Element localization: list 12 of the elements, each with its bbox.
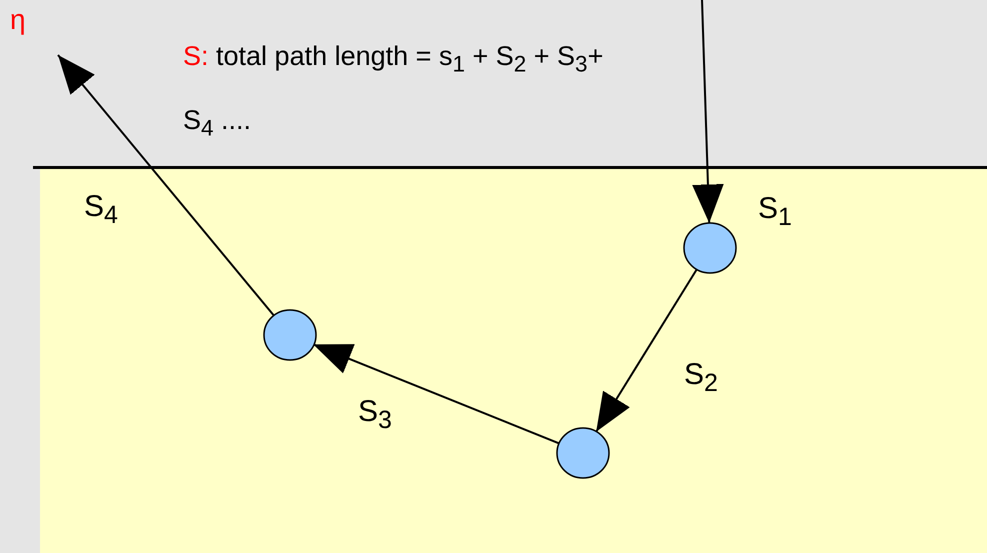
edge-label: S$_{3}$ — [358, 395, 392, 435]
path-arrow — [595, 268, 698, 432]
scattering-particle — [556, 427, 610, 479]
path-arrow — [312, 343, 560, 445]
scattering-particle — [263, 309, 317, 361]
edge-label: S$_{4}$ — [84, 190, 118, 230]
path-length-note: S: total path length = s$_{1}$ + S$_{2}$ + S$_{3}$+ S$_{4}$ .... — [183, 40, 604, 143]
edge-label: S$_{2}$ — [684, 358, 718, 398]
eta-symbol: η — [10, 4, 27, 36]
scattering-particle — [683, 222, 737, 274]
edge-label: S$_{1}$ — [758, 192, 792, 232]
path-arrow — [57, 54, 275, 316]
